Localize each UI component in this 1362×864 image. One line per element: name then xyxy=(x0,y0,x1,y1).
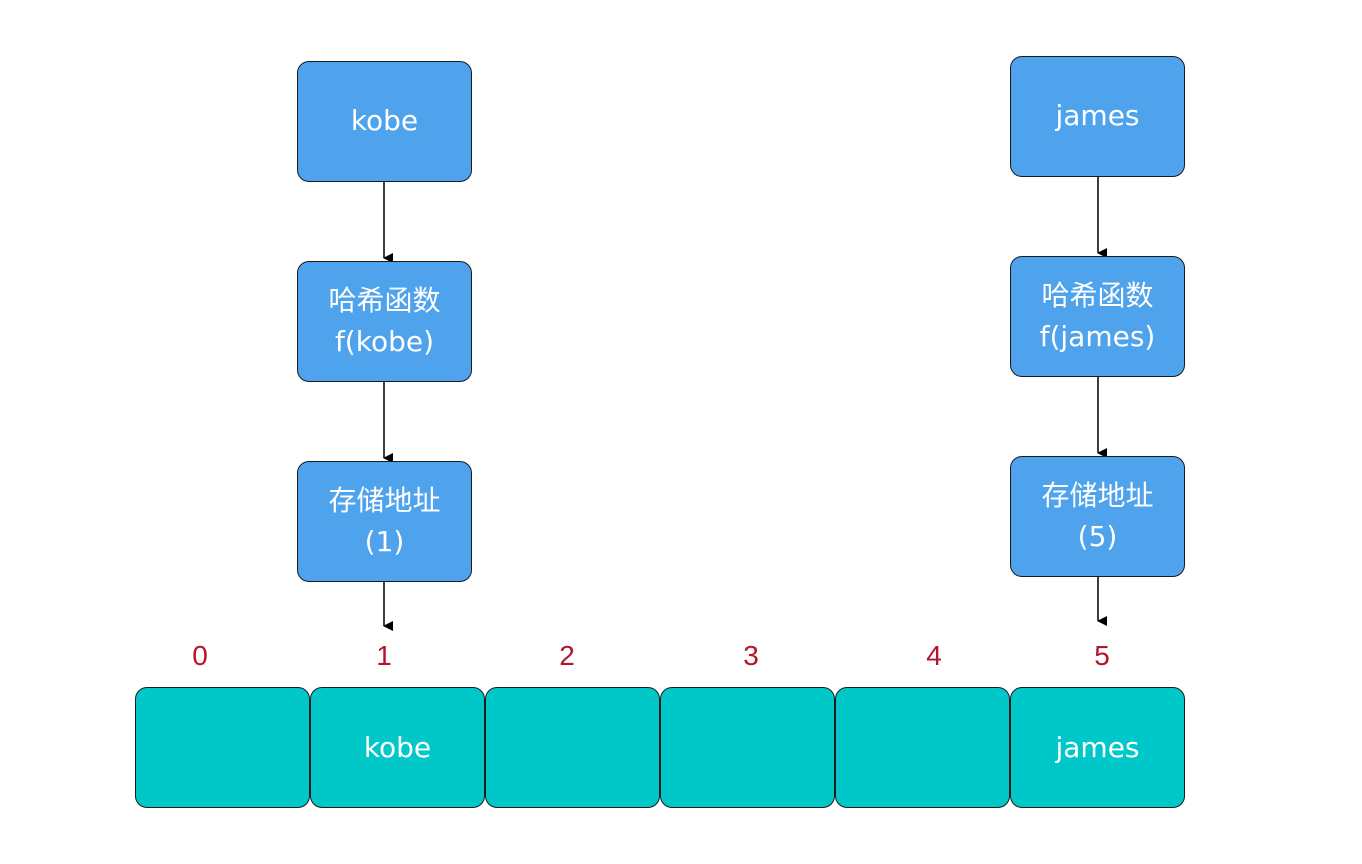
array-index-2: 2 xyxy=(559,640,575,671)
array-cell-1: kobe xyxy=(310,687,485,808)
array-cell-2 xyxy=(485,687,660,808)
array-cell-5: james xyxy=(1010,687,1185,808)
key-label: kobe xyxy=(350,104,419,138)
key-node-james: james xyxy=(1010,56,1185,177)
hash-function-call: f(james) xyxy=(1039,319,1156,353)
array-cell-0 xyxy=(135,687,310,808)
array-cell-3 xyxy=(660,687,835,808)
hash-function-title: 哈希函数 xyxy=(328,283,441,317)
array-index-1: 1 xyxy=(376,640,392,671)
storage-address-title: 存储地址 xyxy=(1041,478,1154,512)
hash-function-call: f(kobe) xyxy=(334,324,435,358)
array-index-0: 0 xyxy=(192,640,208,671)
array-index-3: 3 xyxy=(743,640,759,671)
key-label: james xyxy=(1055,99,1140,133)
array-cell-value: james xyxy=(1055,731,1140,764)
array-cell-4 xyxy=(835,687,1010,808)
hash-function-node-kobe: 哈希函数 f(kobe) xyxy=(297,261,472,382)
key-node-kobe: kobe xyxy=(297,61,472,182)
storage-address-node-james: 存储地址 (5) xyxy=(1010,456,1185,577)
storage-address-value: (1) xyxy=(364,524,405,558)
storage-address-title: 存储地址 xyxy=(328,483,441,517)
array-cell-value: kobe xyxy=(363,731,432,764)
hash-function-title: 哈希函数 xyxy=(1041,278,1154,312)
array-index-4: 4 xyxy=(926,640,942,671)
hash-function-node-james: 哈希函数 f(james) xyxy=(1010,256,1185,377)
array-index-5: 5 xyxy=(1094,640,1110,671)
storage-address-node-kobe: 存储地址 (1) xyxy=(297,461,472,582)
storage-address-value: (5) xyxy=(1077,519,1118,553)
